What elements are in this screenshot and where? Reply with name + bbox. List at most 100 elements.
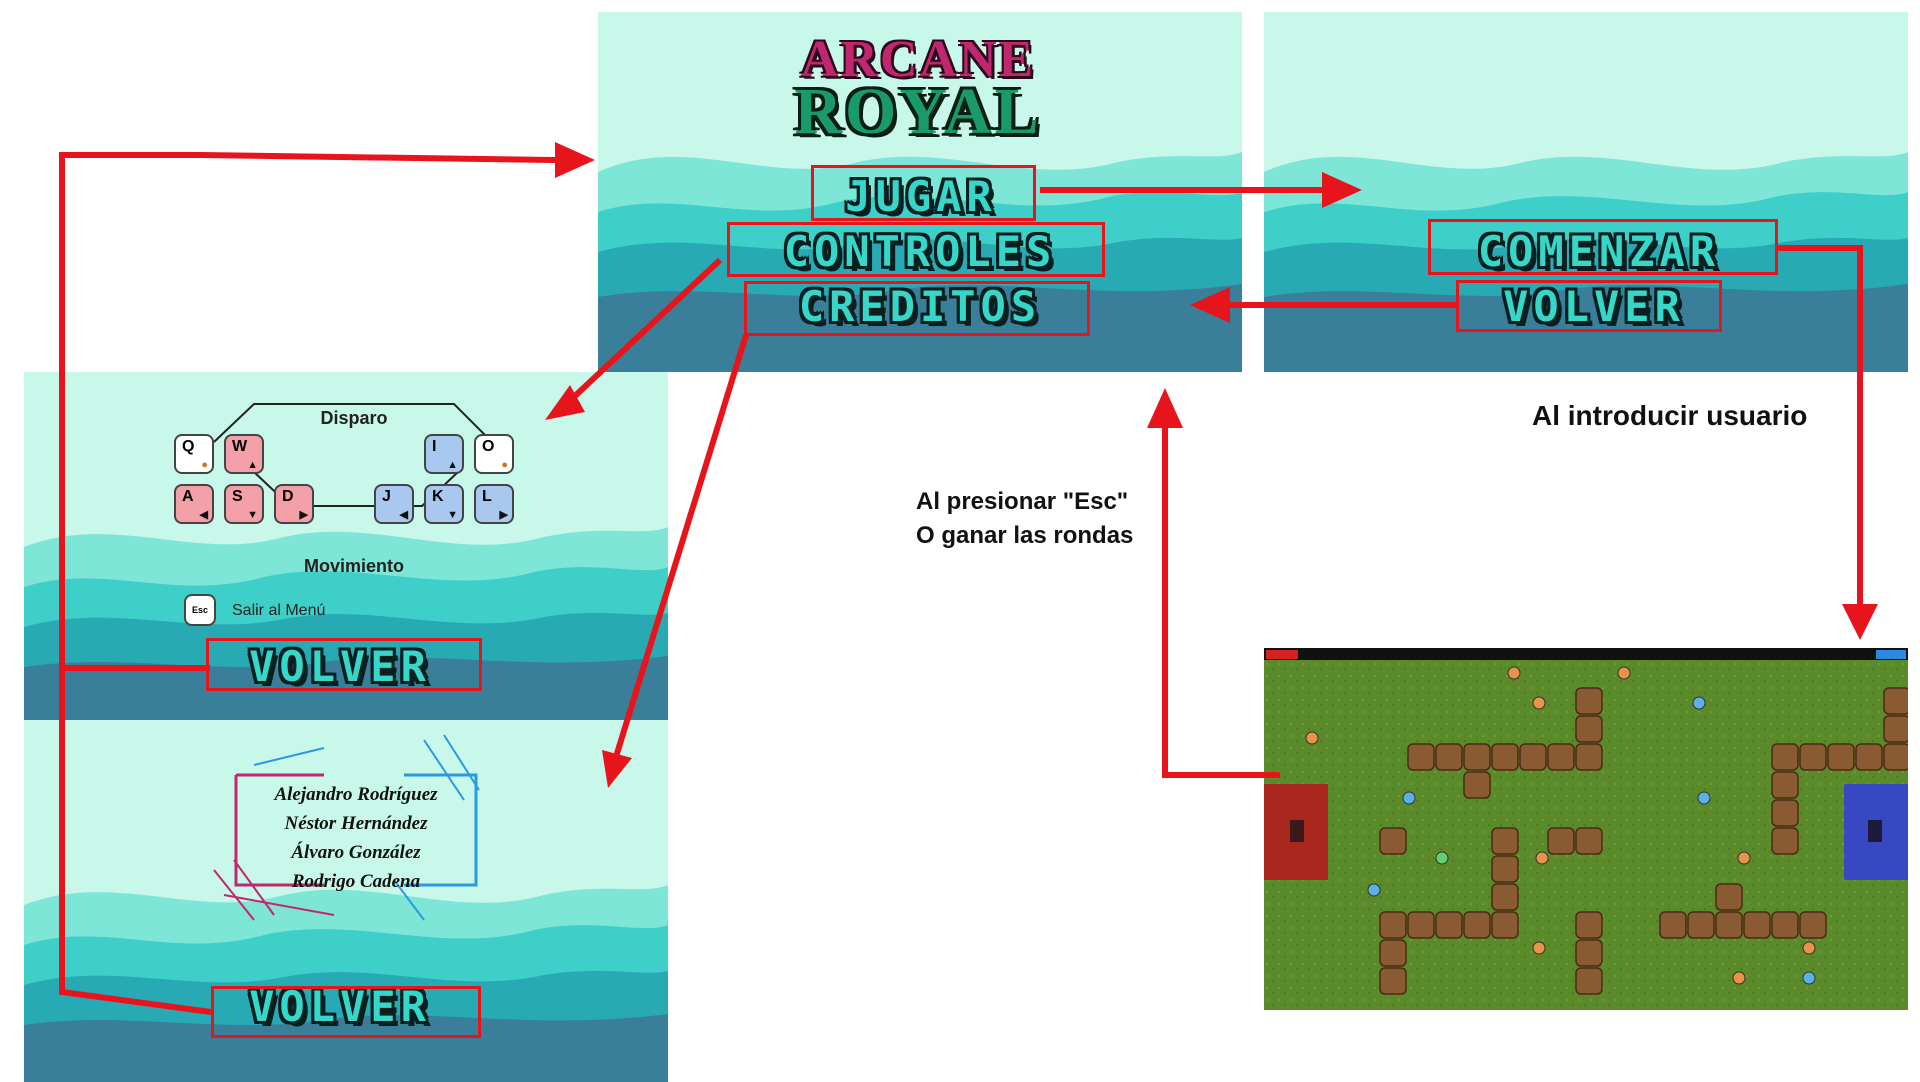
wall-tile <box>1575 911 1603 939</box>
orb-icon <box>1732 971 1746 985</box>
wall-tile <box>1575 687 1603 715</box>
credit-name: Alejandro Rodríguez <box>274 784 438 805</box>
arrow-up-icon: ▲ <box>447 459 458 471</box>
wall-tile <box>1491 911 1519 939</box>
shoot-label: Disparo <box>320 408 388 428</box>
arrow-right-icon: ▶ <box>499 509 508 521</box>
back-button[interactable]: VOLVER <box>249 982 431 1031</box>
wall-tile <box>1855 743 1883 771</box>
wall-tile <box>1379 911 1407 939</box>
orb-icon <box>1435 851 1449 865</box>
wall-tile <box>1575 967 1603 995</box>
play-button-highlight <box>811 165 1036 221</box>
note-esc-line2: O ganar las rondas <box>916 522 1134 549</box>
key-w: W▲ <box>224 434 264 474</box>
wall-tile <box>1771 911 1799 939</box>
orb-icon <box>1617 666 1631 680</box>
arrow-left-icon: ◀ <box>399 509 408 521</box>
title-screen-panel: ARCANE ROYAL JUGAR CONTROLES CREDITOS <box>598 12 1242 372</box>
wall-tile <box>1491 743 1519 771</box>
credit-name: Álvaro González <box>291 842 421 863</box>
play-button[interactable]: JUGAR <box>845 172 997 221</box>
wall-tile <box>1883 687 1908 715</box>
controls-back-highlight <box>206 638 482 691</box>
arrowhead-icon <box>1842 604 1878 640</box>
key-i: I▲ <box>424 434 464 474</box>
key-esc: Esc <box>184 594 216 626</box>
start-button[interactable]: COMENZAR <box>1477 227 1721 276</box>
exit-menu-label: Salir al Menú <box>232 602 326 619</box>
wall-tile <box>1379 827 1407 855</box>
move-label: Movimiento <box>303 556 404 576</box>
wall-tile <box>1771 827 1799 855</box>
wall-tile <box>1883 743 1908 771</box>
key-j: J◀ <box>374 484 414 524</box>
fire-icon: ● <box>501 459 508 471</box>
arrowhead-icon <box>1147 388 1183 428</box>
wall-tile <box>1491 827 1519 855</box>
orb-icon <box>1532 941 1546 955</box>
credits-button[interactable]: CREDITOS <box>798 282 1042 331</box>
note-enter-user: Al introducir usuario <box>1532 400 1808 431</box>
arrow-up-icon: ▲ <box>247 459 258 471</box>
wall-tile <box>1799 743 1827 771</box>
wall-tile <box>1883 715 1908 743</box>
back-button-highlight <box>1456 280 1722 332</box>
back-button[interactable]: VOLVER <box>1503 282 1685 331</box>
controls-button[interactable]: CONTROLES <box>783 227 1057 276</box>
credits-names: Alejandro Rodríguez Néstor Hernández Álv… <box>234 780 478 896</box>
wall-tile <box>1435 743 1463 771</box>
wall-tile <box>1771 799 1799 827</box>
wall-tile <box>1463 911 1491 939</box>
wall-tile <box>1407 743 1435 771</box>
key-k: K▼ <box>424 484 464 524</box>
arrow-down-icon: ▼ <box>247 509 258 521</box>
key-q: Q● <box>174 434 214 474</box>
key-o: O● <box>474 434 514 474</box>
controls-button-highlight <box>727 222 1105 277</box>
orb-icon <box>1737 851 1751 865</box>
wall-tile <box>1575 715 1603 743</box>
orb-icon <box>1802 941 1816 955</box>
start-button-highlight <box>1428 219 1778 275</box>
wall-tile <box>1463 771 1491 799</box>
orb-icon <box>1697 791 1711 805</box>
wall-tile <box>1715 883 1743 911</box>
orb-icon <box>1692 696 1706 710</box>
wall-tile <box>1407 911 1435 939</box>
wall-tile <box>1799 911 1827 939</box>
logo-arcane: ARCANE <box>800 31 1036 88</box>
wall-tile <box>1575 743 1603 771</box>
wall-tile <box>1575 827 1603 855</box>
game-screen-panel <box>1264 648 1908 1010</box>
game-map <box>1264 648 1908 1010</box>
orb-icon <box>1532 696 1546 710</box>
orb-icon <box>1802 971 1816 985</box>
wall-tile <box>1379 939 1407 967</box>
key-d: D▶ <box>274 484 314 524</box>
arrow-left-icon: ◀ <box>199 509 208 521</box>
arrow-down-icon: ▼ <box>447 509 458 521</box>
wall-tile <box>1771 771 1799 799</box>
wall-tile <box>1435 911 1463 939</box>
wall-tile <box>1743 911 1771 939</box>
wall-tile <box>1715 911 1743 939</box>
arrow-game-to-title <box>1162 400 1280 778</box>
wall-tile <box>1575 939 1603 967</box>
orb-icon <box>1305 731 1319 745</box>
wall-tile <box>1547 827 1575 855</box>
key-l: L▶ <box>474 484 514 524</box>
wall-tile <box>1379 967 1407 995</box>
fire-icon: ● <box>201 459 208 471</box>
wall-tile <box>1771 743 1799 771</box>
arrow-right-icon: ▶ <box>299 509 308 521</box>
orb-icon <box>1402 791 1416 805</box>
note-esc-line1: Al presionar "Esc" <box>916 488 1129 515</box>
wall-tile <box>1827 743 1855 771</box>
wall-tile <box>1463 743 1491 771</box>
key-a: A◀ <box>174 484 214 524</box>
credits-back-highlight <box>211 986 481 1038</box>
orb-icon <box>1507 666 1521 680</box>
credits-button-highlight <box>744 281 1090 336</box>
key-s: S▼ <box>224 484 264 524</box>
